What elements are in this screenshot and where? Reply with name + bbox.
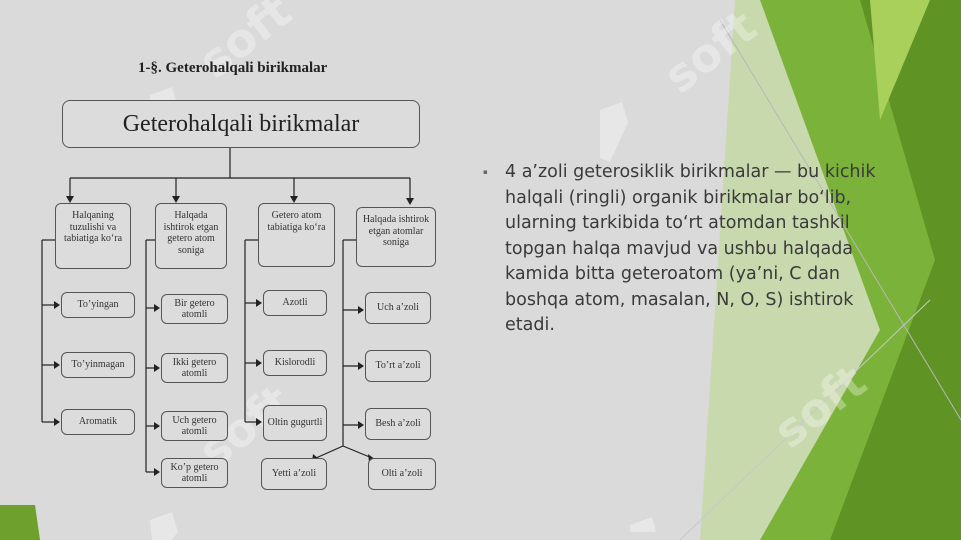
item-three-membered: Uch a’zoli	[365, 292, 431, 324]
category-heteroatom-count: Halqada ishtirok etgan getero atom sonig…	[155, 203, 227, 269]
description-text: 4 a’zoli geterosiklik birikmalar — bu ki…	[505, 162, 876, 335]
item-two-heteroatoms: Ikki getero atomli	[161, 353, 228, 383]
item-oxygen: Kislorodli	[263, 350, 327, 376]
item-three-heteroatoms: Uch getero atomli	[161, 411, 228, 441]
item-six-membered: Olti a’zoli	[368, 458, 436, 490]
item-sulfur: Oltin gugurtli	[263, 405, 327, 441]
thin-diagonal-line	[719, 19, 961, 421]
item-aromatic: Aromatik	[61, 409, 135, 435]
thin-diagonal-line-2	[679, 299, 931, 540]
item-four-membered: To’rt a’zoli	[365, 350, 431, 382]
category-ring-structure: Halqaning tuzulishi va tabiatiga ko‘ra	[55, 203, 131, 269]
category-heteroatom-nature: Getero atom tabiatiga ko‘ra	[258, 203, 335, 267]
item-seven-membered: Yetti a’zoli	[261, 458, 327, 490]
main-node: Geterohalqali birikmalar	[62, 100, 420, 148]
item-one-heteroatom: Bir getero atomli	[161, 294, 228, 324]
item-five-membered: Besh a’zoli	[365, 408, 431, 440]
item-saturated: To’yingan	[61, 292, 135, 318]
green-stripe-accent	[870, 0, 930, 120]
diagram-connectors	[41, 148, 411, 473]
item-unsaturated: To’yinmagan	[61, 352, 135, 378]
green-corner-left	[0, 505, 40, 540]
category-ring-size: Halqada ishtirok etgan atomlar soniga	[356, 207, 436, 267]
green-stripe-dark	[830, 0, 961, 540]
diagram-arrowheads	[54, 196, 414, 476]
item-nitrogen: Azotli	[263, 290, 327, 316]
item-many-heteroatoms: Ko’p getero atomli	[161, 458, 228, 488]
diagram-title: 1-§. Geterohalqali birikmalar	[138, 60, 328, 76]
bullet-marker: ▪	[483, 168, 488, 176]
